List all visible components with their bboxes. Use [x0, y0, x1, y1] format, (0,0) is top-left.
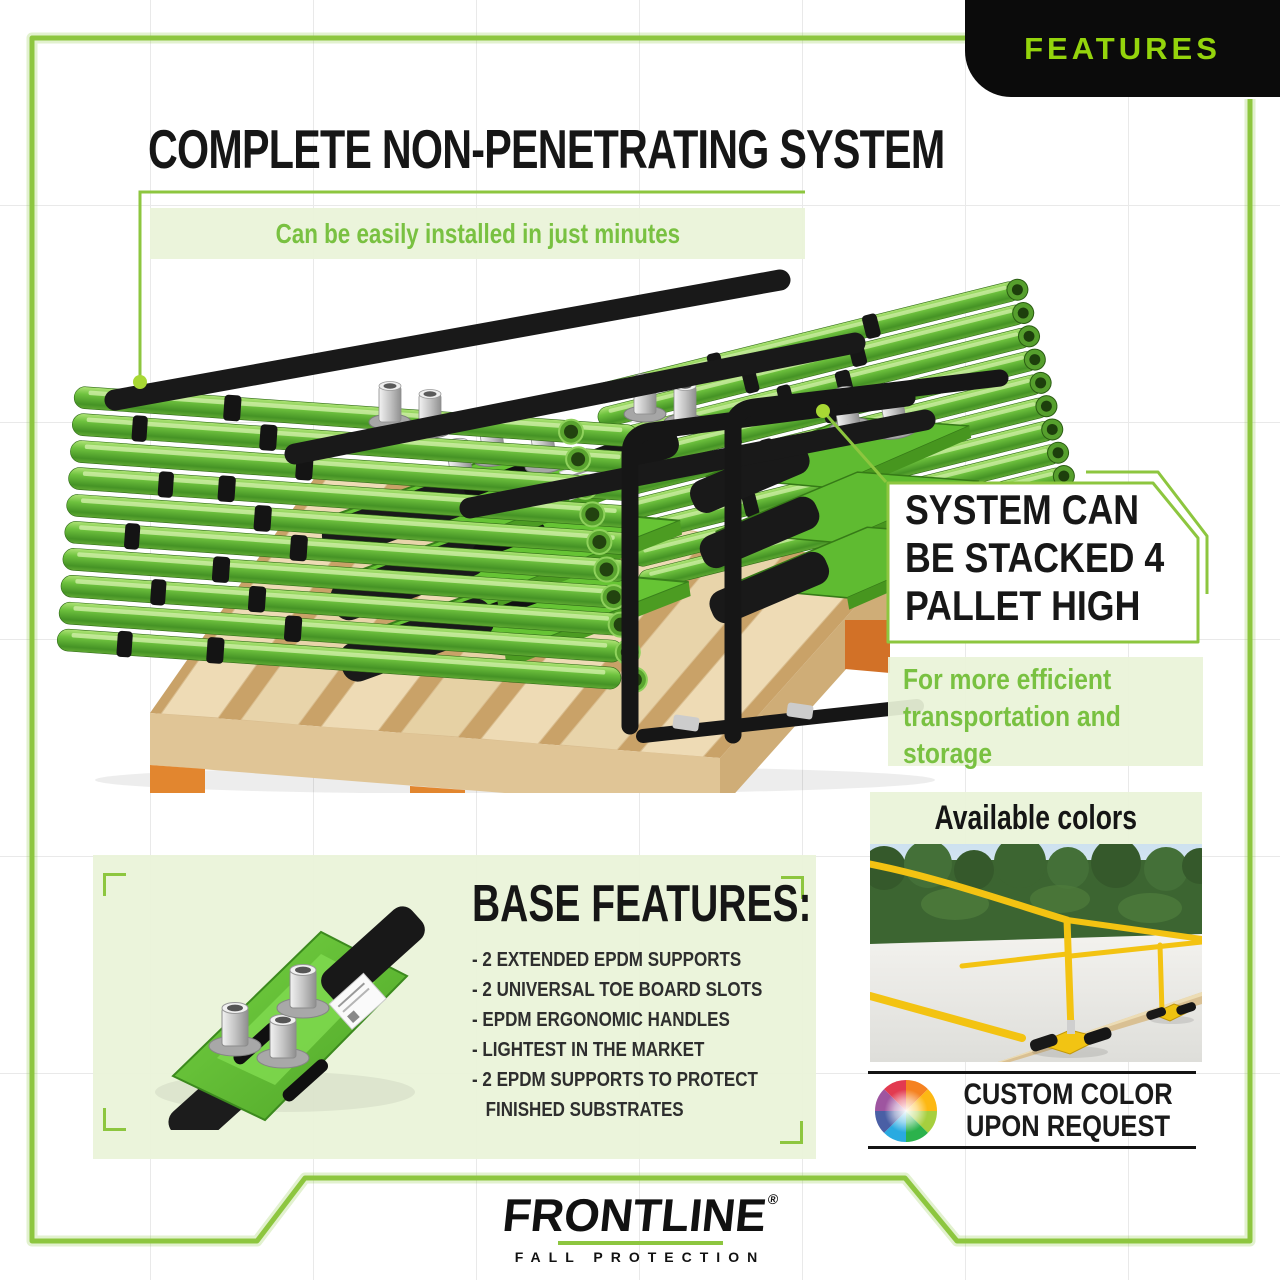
color-wheel-icon: [875, 1080, 937, 1142]
yellow-guardrail-photo: [870, 844, 1202, 1062]
brand-wordmark: FRONTLINE®: [500, 1189, 780, 1241]
stack-heading-line-3: PALLET HIGH: [905, 582, 1141, 629]
corner-bracket-bottom-left: [103, 1108, 126, 1131]
corner-bracket-top-right: [781, 876, 804, 899]
available-colors-heading: Available colors: [934, 798, 1138, 837]
features-badge-label: FEATURES: [1024, 30, 1221, 66]
transport-note-line-1: For more efficient: [903, 664, 1112, 696]
page-border: [29, 35, 1253, 1244]
frontline-label: [328, 972, 387, 1031]
logo-tagline: FALL PROTECTION: [514, 1249, 766, 1265]
page-title: COMPLETE NON-PENETRATING SYSTEM: [148, 118, 945, 180]
transport-note-line-2: transportation and: [903, 701, 1121, 733]
transport-note-panel: [888, 657, 1203, 766]
registered-mark: ®: [767, 1191, 780, 1207]
black-top-rails: [104, 269, 936, 519]
pallet-stack-photo: [56, 269, 1075, 793]
yellow-bases: [1029, 1002, 1197, 1055]
tree-line: [870, 844, 1202, 946]
stack-heading-line-2: BE STACKED 4: [905, 534, 1165, 581]
custom-color-line-2: UPON REQUEST: [965, 1110, 1171, 1143]
yellow-rails: [870, 860, 1202, 1042]
list-item: 2 EPDM SUPPORTS TO PROTECT FINISHED SUBS…: [472, 1065, 805, 1125]
frontline-logo: FRONTLINE® FALL PROTECTION: [0, 1189, 1280, 1265]
stack-heading-line-1: SYSTEM CAN: [905, 486, 1140, 533]
available-colors-panel: Available colors: [870, 792, 1202, 844]
callout-dot-left: [133, 375, 147, 389]
install-note-text: Can be easily installed in just minutes: [275, 217, 680, 249]
divider-top: [868, 1071, 1196, 1074]
logo-underline: [557, 1241, 723, 1245]
corner-bracket-top-left: [103, 873, 126, 896]
base-features-heading: BASE FEATURES:: [472, 875, 812, 933]
divider-bottom: [868, 1146, 1196, 1149]
list-item: 2 UNIVERSAL TOE BOARD SLOTS: [472, 975, 805, 1005]
features-badge: FEATURES: [965, 0, 1280, 97]
custom-color-note: CUSTOM COLOR UPON REQUEST: [938, 1079, 1198, 1143]
transport-note-line-3: storage: [903, 738, 993, 770]
base-plate-photo: [155, 906, 425, 1130]
title-callout-line: [138, 190, 805, 377]
stack-callout-box: [886, 481, 1200, 644]
stack-callout-line: [821, 410, 888, 483]
custom-color-line-1: CUSTOM COLOR: [963, 1078, 1173, 1111]
list-item: EPDM ERGONOMIC HANDLES: [472, 1005, 805, 1035]
list-item: LIGHTEST IN THE MARKET: [472, 1035, 805, 1065]
black-rail-frames: [621, 369, 1009, 744]
corner-bracket-bottom-right: [780, 1121, 803, 1144]
install-note-panel: Can be easily installed in just minutes: [150, 208, 805, 259]
callout-dot-right: [816, 404, 830, 418]
stack-callout-accent: [1086, 470, 1209, 594]
galvanized-sockets: [208, 964, 330, 1069]
base-features-list: 2 EXTENDED EPDM SUPPORTS 2 UNIVERSAL TOE…: [472, 945, 805, 1125]
list-item: 2 EXTENDED EPDM SUPPORTS: [472, 945, 805, 975]
